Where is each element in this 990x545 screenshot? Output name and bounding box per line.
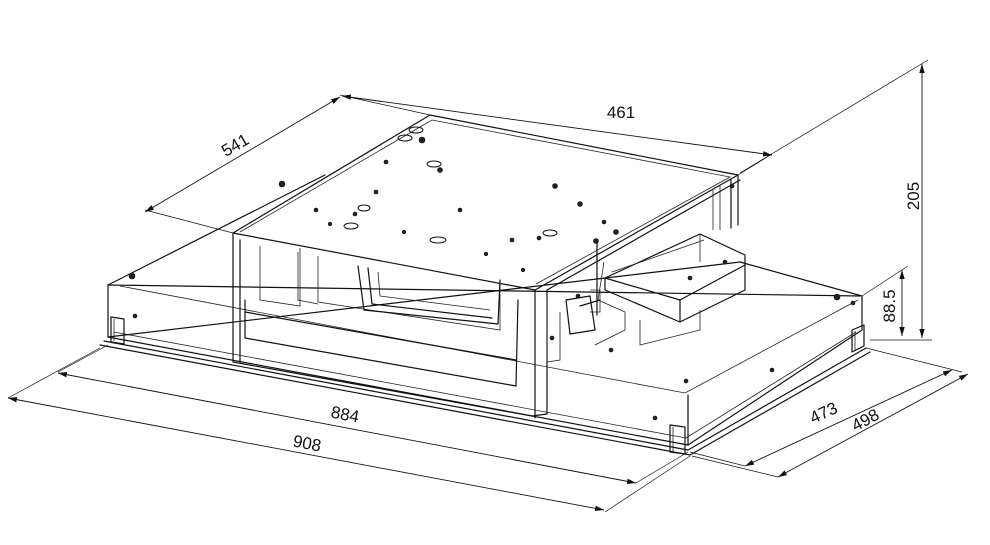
dimension-label-541: 541 [218,130,252,161]
motor-housing [232,114,741,419]
dimension-label-498: 498 [848,405,882,435]
dimension-lines [7,59,969,513]
dimension-label-461: 461 [607,103,635,122]
dimension-label-884: 884 [329,403,360,427]
canopy-body [99,174,871,456]
electrical-box [546,233,746,363]
dimension-label-473: 473 [807,398,841,427]
dimension-label-88-5: 88.5 [880,289,899,322]
dimension-label-205: 205 [904,182,923,210]
